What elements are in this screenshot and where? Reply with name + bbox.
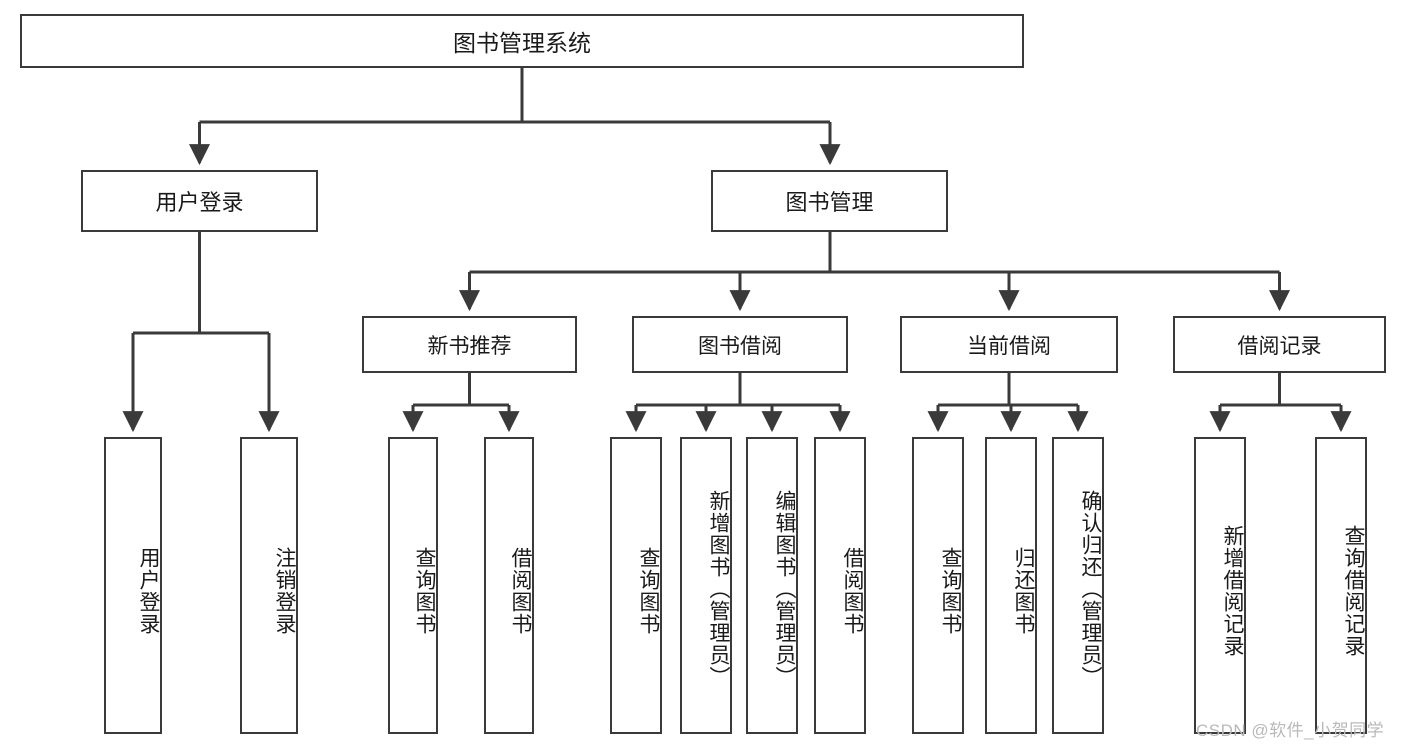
node-root[interactable]: 图书管理系统: [20, 14, 1024, 68]
leaf-newbook-query-book[interactable]: 查询图书: [388, 437, 438, 734]
node-book-borrow[interactable]: 图书借阅: [632, 316, 848, 373]
leaf-borrow-edit-book-admin[interactable]: 编辑图书（管理员）: [746, 437, 798, 734]
csdn-watermark: CSDN @软件_小贺同学: [1196, 721, 1385, 740]
leaf-current-return-book[interactable]: 归还图书: [985, 437, 1037, 734]
leaf-current-query-book[interactable]: 查询图书: [912, 437, 964, 734]
leaf-user-login[interactable]: 用户登录: [104, 437, 162, 734]
leaf-user-logout[interactable]: 注销登录: [240, 437, 298, 734]
leaf-record-add-record[interactable]: 新增借阅记录: [1194, 437, 1246, 734]
node-user-login[interactable]: 用户登录: [81, 170, 318, 232]
node-book-management[interactable]: 图书管理: [711, 170, 948, 232]
leaf-current-confirm-return-admin[interactable]: 确认归还（管理员）: [1052, 437, 1104, 734]
leaf-record-query-record[interactable]: 查询借阅记录: [1315, 437, 1367, 734]
leaf-newbook-borrow-book[interactable]: 借阅图书: [484, 437, 534, 734]
leaf-borrow-lend-book[interactable]: 借阅图书: [814, 437, 866, 734]
node-borrow-record[interactable]: 借阅记录: [1173, 316, 1386, 373]
node-new-book-recommend[interactable]: 新书推荐: [362, 316, 577, 373]
leaf-borrow-query-book[interactable]: 查询图书: [610, 437, 662, 734]
node-current-borrow[interactable]: 当前借阅: [900, 316, 1118, 373]
leaf-borrow-add-book-admin[interactable]: 新增图书（管理员）: [680, 437, 732, 734]
